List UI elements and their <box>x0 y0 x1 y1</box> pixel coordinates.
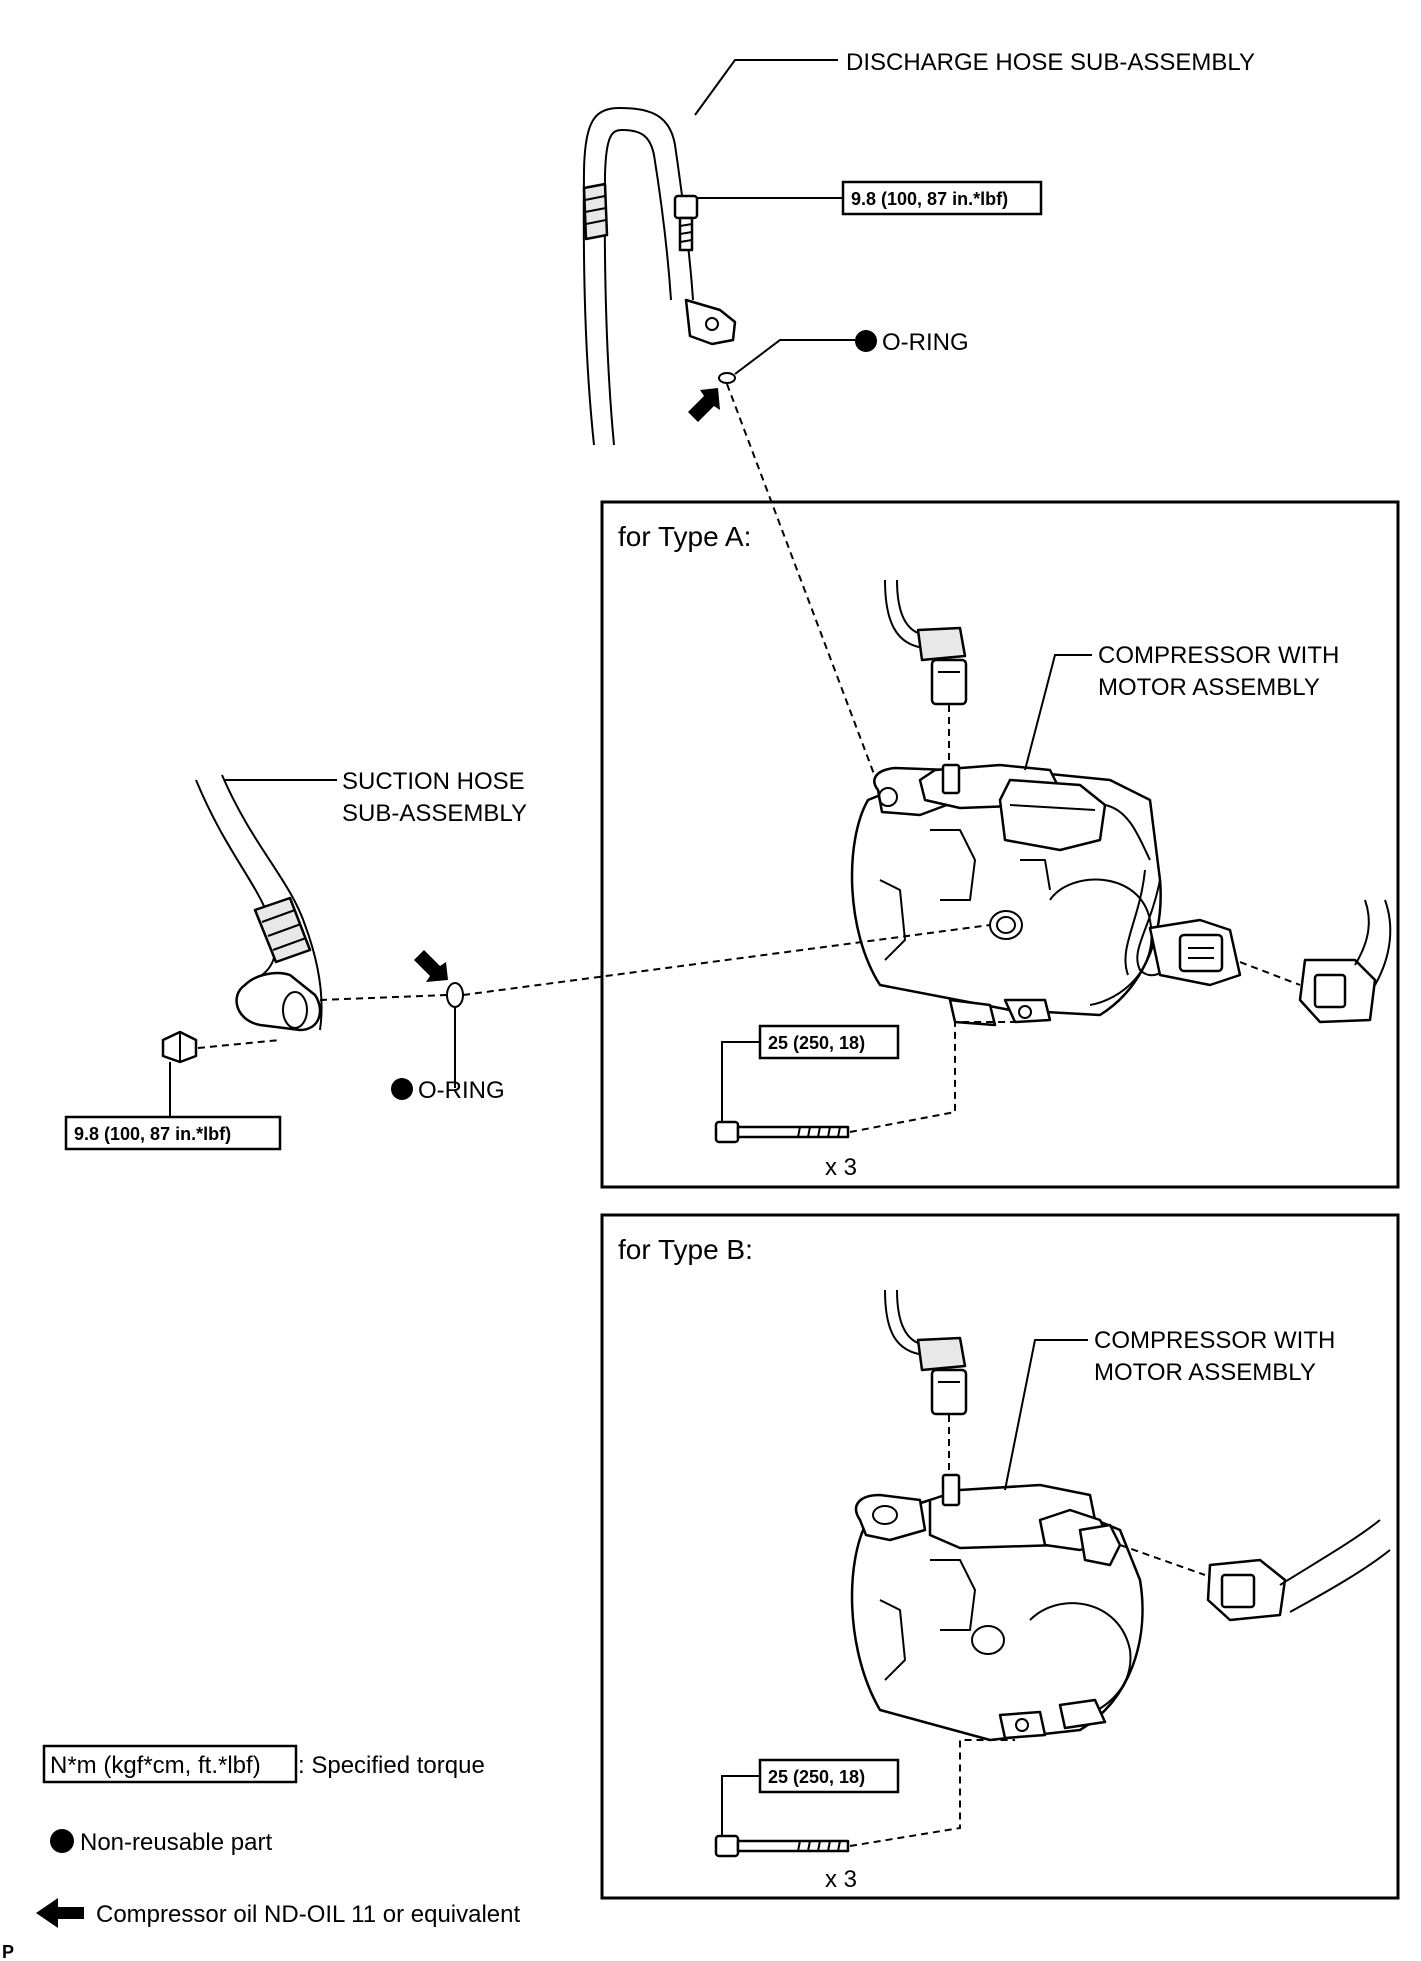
bolt-type-a-drawing <box>714 1120 850 1144</box>
torque-box-left <box>64 1115 282 1151</box>
bolt-type-b-drawing <box>714 1834 850 1858</box>
left-arrow-icon <box>36 1898 84 1928</box>
o-ring-top-icon <box>718 372 736 384</box>
type-a-frame <box>600 500 1400 1189</box>
discharge-hose-drawing <box>582 107 737 446</box>
o-ring-left-icon <box>446 982 464 1008</box>
suction-hose-label-1: SUCTION HOSE <box>342 768 525 795</box>
compressor-b-label-2: MOTOR ASSEMBLY <box>1094 1359 1316 1386</box>
legend-torque-desc: : Specified torque <box>298 1752 485 1779</box>
torque-box-top <box>841 180 1043 216</box>
torque-label-a: 25 (250, 18) <box>768 1033 865 1053</box>
oil-arrow-icon-top <box>688 388 720 422</box>
suction-hose-drawing <box>161 774 464 1064</box>
nonreusable-left-icon <box>391 1078 413 1100</box>
qty-label-b: x 3 <box>825 1866 857 1893</box>
compressor-a-leader <box>1024 654 1092 771</box>
compressor-a-label-2: MOTOR ASSEMBLY <box>1098 674 1320 701</box>
torque-label-top: 9.8 (100, 87 in.*lbf) <box>851 189 1008 209</box>
torque-label-b: 25 (250, 18) <box>768 1767 865 1787</box>
legend-torque-unit: N*m (kgf*cm, ft.*lbf) <box>50 1752 261 1779</box>
torque-box-a <box>758 1024 900 1060</box>
legend-nonreusable: Non-reusable part <box>80 1829 272 1856</box>
legend-torque-box <box>42 1744 298 1784</box>
o-ring-top-label: O-RING <box>882 329 969 356</box>
compressor-type-a-drawing <box>850 579 1392 1027</box>
type-a-label: for Type A: <box>618 521 751 552</box>
torque-box-b <box>758 1758 900 1794</box>
discharge-hose-label: DISCHARGE HOSE SUB-ASSEMBLY <box>846 49 1255 76</box>
legend-oil: Compressor oil ND-OIL 11 or equivalent <box>96 1901 521 1928</box>
oil-arrow-icon-left <box>414 950 448 982</box>
o-ring-left-label: O-RING <box>418 1077 505 1104</box>
legend: N*m (kgf*cm, ft.*lbf) : Specified torque… <box>36 1744 521 1928</box>
compressor-b-leader <box>1004 1339 1088 1491</box>
compressor-a-label-1: COMPRESSOR WITH <box>1098 642 1339 669</box>
compressor-type-b-drawing <box>850 1289 1391 1742</box>
compressor-b-label-1: COMPRESSOR WITH <box>1094 1327 1335 1354</box>
filled-circle-icon <box>50 1829 74 1853</box>
discharge-hose-leader <box>694 59 838 116</box>
qty-label-a: x 3 <box>825 1154 857 1181</box>
type-b-label: for Type B: <box>618 1234 753 1265</box>
torque-label-left: 9.8 (100, 87 in.*lbf) <box>74 1124 231 1144</box>
suction-hose-label-2: SUB-ASSEMBLY <box>342 800 527 827</box>
o-ring-top-leader <box>734 339 855 375</box>
nonreusable-top-icon <box>855 330 877 352</box>
corner-mark: P <box>2 1942 14 1961</box>
type-b-frame <box>600 1213 1400 1900</box>
